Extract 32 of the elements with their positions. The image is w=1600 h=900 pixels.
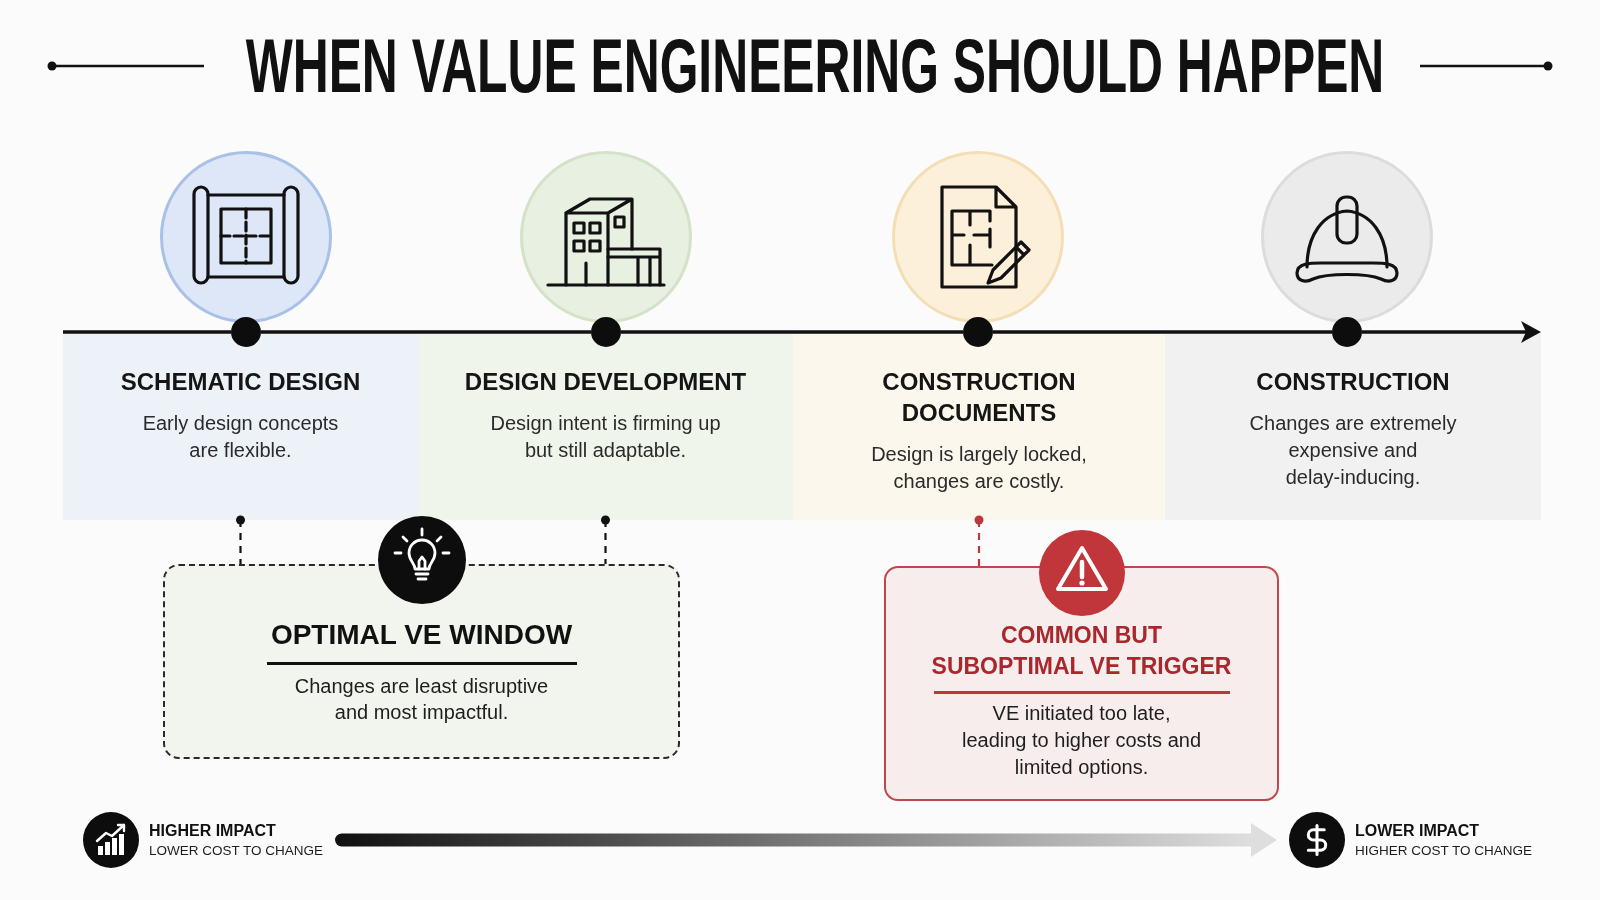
phase-description: Early design concepts are flexible. — [141, 411, 340, 463]
phase-title: SCHEMATIC DESIGN — [120, 367, 361, 397]
phase-description: Changes are extremely expensive and delay-inducing. — [1248, 411, 1458, 490]
milestone-dot — [1332, 317, 1362, 347]
timeline-line — [63, 330, 231, 334]
alert-title: COMMON BUT SUBOPTIMAL VE TRIGGER — [930, 621, 1233, 681]
milestone-dot — [963, 317, 993, 347]
dashed-connector — [974, 515, 984, 566]
phase-panel — [63, 332, 418, 520]
alert-description: VE initiated too late, leading to higher costs and limited options. — [960, 701, 1203, 780]
milestone-dot — [231, 317, 261, 347]
callout-description: Changes are least disruptive and most impactful. — [293, 674, 550, 725]
gradient-arrow — [335, 823, 1277, 857]
callout-title: OPTIMAL VE WINDOW — [270, 618, 573, 652]
phase-panel — [1165, 332, 1541, 520]
title: WHEN VALUE ENGINEERING SHOULD HAPPEN — [245, 24, 1385, 108]
phase-description: Design is largely locked, changes are costly. — [870, 442, 1088, 494]
impact-label: LOWER IMPACT — [1355, 820, 1481, 841]
cost-label: LOWER COST TO CHANGE — [149, 841, 324, 860]
milestone-dot — [591, 317, 621, 347]
cost-label: HIGHER COST TO CHANGE — [1355, 841, 1533, 860]
phase-panel — [793, 332, 1165, 520]
timeline-line — [621, 330, 963, 334]
phase-title: CONSTRUCTION — [1256, 367, 1450, 397]
impact-label: HIGHER IMPACT — [149, 820, 277, 841]
phase-description: Design intent is firming up but still adaptable. — [489, 411, 722, 463]
phase-title: DESIGN DEVELOPMENT — [464, 367, 747, 397]
timeline-line — [993, 330, 1332, 334]
dashed-connector — [601, 515, 610, 564]
phase-panel — [418, 332, 793, 520]
timeline-line — [261, 330, 591, 334]
phase-title: CONSTRUCTION DOCUMENTS — [881, 367, 1077, 428]
